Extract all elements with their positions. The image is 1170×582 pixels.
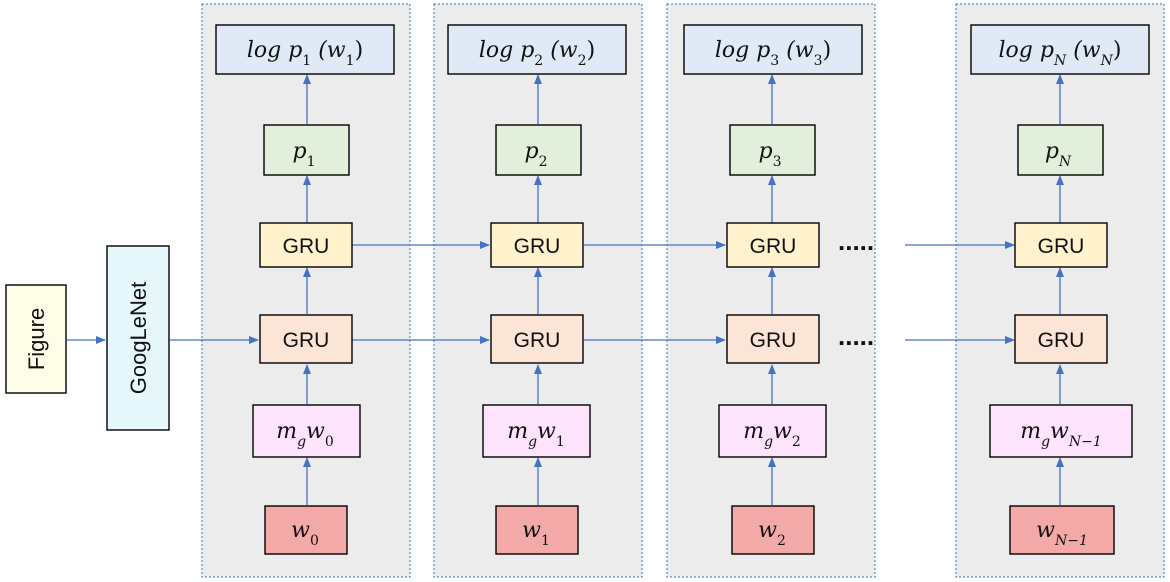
gru-top-label-1: GRU — [283, 235, 330, 258]
gru-top-label-3: GRU — [750, 235, 797, 258]
prob-label-1: p1 — [292, 139, 315, 170]
gru-bottom-box-n — [1014, 314, 1108, 364]
word-box-3 — [731, 505, 815, 555]
word-label-3: w2 — [758, 518, 786, 549]
gru-top-box-1 — [259, 222, 353, 268]
prob-label-n: pN — [1045, 139, 1072, 170]
gru-top-label-n: GRU — [1038, 235, 1085, 258]
log-prob-label-n: log pN (wN) — [999, 38, 1122, 69]
gru-bottom-label-n: GRU — [1038, 329, 1085, 352]
embed-box-n — [989, 404, 1133, 458]
embed-label-3: mgw2 — [743, 419, 801, 450]
prob-box-3 — [729, 124, 816, 176]
word-box-1 — [264, 505, 348, 555]
embed-box-1 — [252, 404, 361, 458]
gru-top-box-n — [1014, 222, 1108, 268]
log-prob-box-1 — [215, 24, 395, 75]
log-prob-box-2 — [447, 24, 627, 75]
prob-box-n — [1017, 124, 1104, 176]
encoder-box: GoogLeNet — [106, 245, 170, 431]
gru-top-box-3 — [726, 222, 820, 268]
column-1: log p1 (w1) p1 GRU GRU mgw0 w0 — [215, 24, 395, 555]
prob-label-2: p2 — [524, 139, 547, 170]
prob-box-2 — [495, 124, 582, 176]
column-panel-1 — [201, 3, 411, 578]
log-prob-label-2: log p2 (w2) — [479, 38, 595, 69]
embed-label-2: mgw1 — [507, 419, 565, 450]
encoder-label: GoogLeNet — [126, 282, 151, 395]
word-label-2: w1 — [522, 518, 550, 549]
ellipsis-bottom: ..... — [838, 321, 874, 351]
prob-box-1 — [263, 124, 350, 176]
embed-label-n: mgwN−1 — [1020, 419, 1102, 450]
log-prob-box-3 — [683, 24, 863, 75]
word-label-n: wN−1 — [1036, 518, 1088, 549]
column-n: log pN (wN) pN GRU GRU mgwN−1 wN−1 — [970, 24, 1150, 555]
gru-bottom-label-3: GRU — [750, 329, 797, 352]
word-label-1: w0 — [291, 518, 319, 549]
log-prob-box-n — [970, 24, 1150, 75]
gru-bottom-box-2 — [490, 314, 584, 364]
gru-bottom-label-2: GRU — [514, 329, 561, 352]
log-prob-label-3: log p3 (w3) — [715, 38, 831, 69]
embed-label-1: mgw0 — [276, 419, 334, 450]
prob-label-3: p3 — [758, 139, 781, 170]
gru-bottom-label-1: GRU — [283, 329, 330, 352]
column-3: log p3 (w3) p3 GRU GRU mgw2 w2 — [683, 24, 863, 555]
log-prob-label-1: log p1 (w1) — [247, 38, 363, 69]
column-2: log p2 (w2) p2 GRU GRU mgw1 w1 — [447, 24, 627, 555]
gru-bottom-box-3 — [726, 314, 820, 364]
gru-top-box-2 — [490, 222, 584, 268]
ellipsis-top: ..... — [838, 226, 874, 256]
arrows — [67, 74, 1064, 505]
gru-bottom-box-1 — [259, 314, 353, 364]
column-panels — [201, 3, 1165, 578]
word-box-n — [1009, 505, 1115, 555]
embed-box-2 — [482, 404, 591, 458]
figure-input-box: Figure — [5, 284, 67, 394]
figure-input-label: Figure — [24, 308, 49, 370]
embed-box-3 — [718, 404, 827, 458]
gru-top-label-2: GRU — [514, 235, 561, 258]
word-box-2 — [495, 505, 579, 555]
column-panel-3 — [666, 3, 876, 578]
